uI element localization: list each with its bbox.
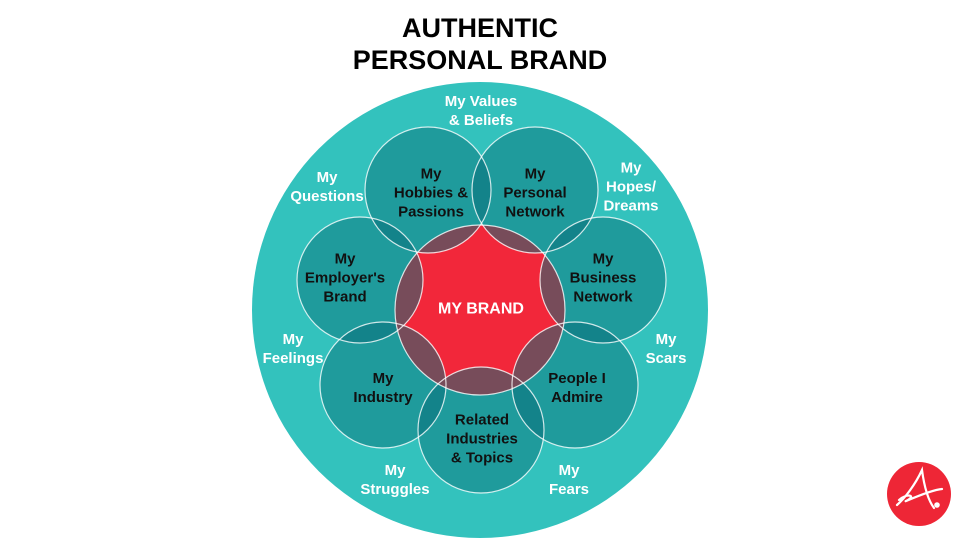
label-line: My [558, 462, 580, 479]
label-line: Related [454, 411, 510, 429]
label-line: Employer's [304, 269, 386, 287]
label-line: Industries [446, 430, 518, 448]
label-line: Feelings [262, 350, 324, 367]
label-line: Questions [290, 188, 364, 205]
label-line: Network [505, 203, 565, 221]
label-line: My [655, 331, 677, 348]
label-line: Network [573, 288, 633, 306]
label-line: Dreams [603, 197, 659, 215]
title-line: AUTHENTIC [402, 13, 558, 43]
label-line: Struggles [360, 481, 430, 498]
inner-circle [472, 127, 598, 253]
outer-ring-label: My Values & Beliefs [445, 92, 518, 130]
inner-circle [540, 217, 666, 343]
label-line: Admire [551, 389, 603, 406]
label-line: Industry [353, 389, 413, 406]
label-line: My Values [444, 93, 518, 110]
center-label: MY BRAND [438, 300, 524, 318]
page-title: AUTHENTIC PERSONAL BRAND [0, 12, 960, 76]
label-line: Brand [323, 288, 367, 306]
label-line: My [384, 462, 406, 479]
label-line: Fears [548, 481, 590, 498]
inner-circle-label: People I Admire [548, 369, 606, 407]
title-line: PERSONAL BRAND [352, 45, 608, 75]
label-line: My [282, 331, 304, 348]
label-line: & Topics [450, 449, 514, 467]
label-line: & Beliefs [448, 112, 514, 129]
label-line: Business [569, 269, 637, 287]
label-line: My [420, 165, 442, 183]
label-line: Passions [398, 203, 464, 221]
label-line: My [592, 250, 614, 268]
inner-circle [365, 127, 491, 253]
label-line: People I [548, 370, 606, 387]
label-line: Personal [503, 184, 567, 202]
label-line: My [316, 169, 338, 186]
label-line: My [620, 159, 642, 177]
label-line: Hobbies & [393, 184, 469, 202]
inner-circle [297, 217, 423, 343]
inner-circle [418, 367, 544, 493]
label-line: My [334, 250, 356, 268]
label-line: Scars [645, 350, 687, 367]
label-line: My [524, 165, 546, 183]
label-line: Hopes/ [605, 178, 657, 196]
label-line: My [372, 370, 394, 387]
